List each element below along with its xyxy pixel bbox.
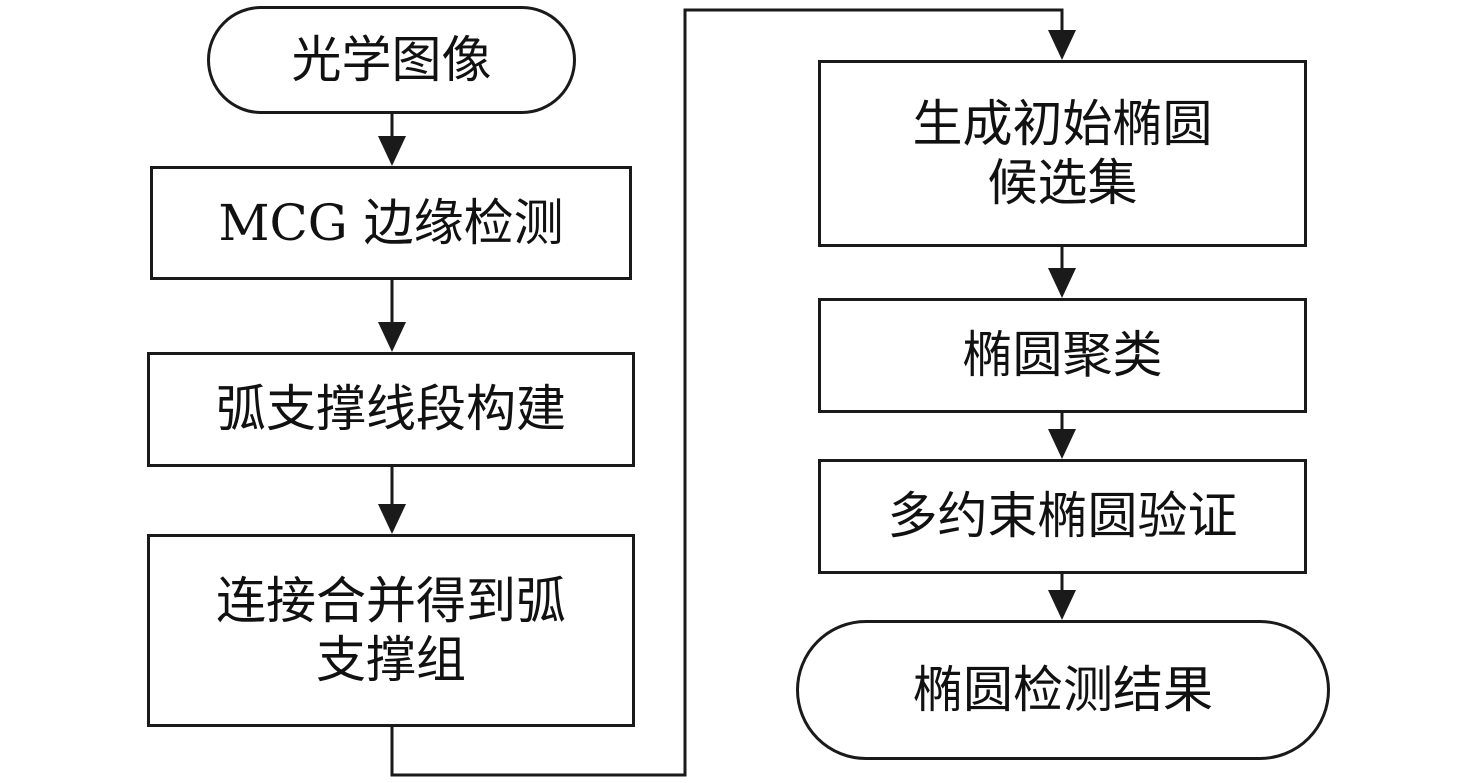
arc-support-groups-label: 连接合并得到弧 支撑组	[216, 571, 566, 689]
start-node-label: 光学图像	[291, 30, 492, 89]
arrow-start-to-edge-detection	[378, 114, 406, 166]
result-node: 椭圆检测结果	[796, 620, 1330, 760]
multi-constraint-verification-label: 多约束椭圆验证	[887, 487, 1238, 545]
connector-left-to-right-column	[390, 8, 1076, 777]
multi-constraint-verification-node: 多约束椭圆验证	[818, 459, 1307, 574]
arc-support-groups-node: 连接合并得到弧 支撑组	[147, 534, 635, 727]
arc-support-segments-node: 弧支撑线段构建	[147, 352, 635, 467]
ellipse-clustering-label: 椭圆聚类	[962, 326, 1163, 384]
arrow-arc-segments-to-arc-groups	[378, 467, 406, 534]
initial-candidates-label: 生成初始椭圆 候选集	[912, 94, 1213, 212]
arc-support-segments-label: 弧支撑线段构建	[216, 380, 566, 438]
start-node: 光学图像	[207, 6, 576, 114]
initial-candidates-node: 生成初始椭圆 候选集	[818, 60, 1307, 247]
arrow-verification-to-result	[1048, 574, 1076, 620]
result-node-label: 椭圆检测结果	[913, 660, 1213, 719]
edge-detection-node: MCG 边缘检测	[150, 166, 632, 280]
arrow-initial-candidates-to-clustering	[1048, 247, 1076, 298]
arrow-edge-detection-to-arc-segments	[378, 280, 406, 352]
edge-detection-label: MCG 边缘检测	[218, 193, 564, 252]
arrow-clustering-to-verification	[1048, 413, 1076, 459]
ellipse-clustering-node: 椭圆聚类	[818, 298, 1307, 413]
